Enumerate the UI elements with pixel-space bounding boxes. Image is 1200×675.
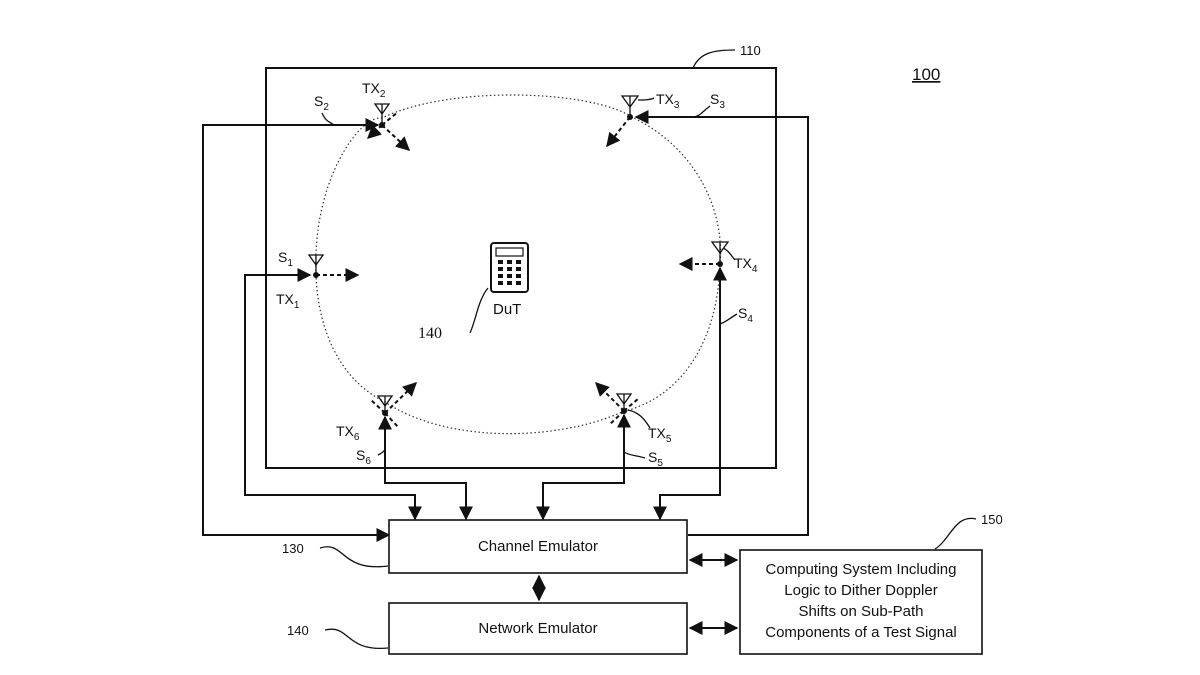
network-emulator-ref-leader — [324, 628, 389, 649]
signal-s4-line — [659, 266, 727, 517]
tx5-beam-c — [623, 397, 640, 412]
signal-s1-line — [244, 268, 416, 517]
computing-system-ref-leader — [934, 517, 977, 550]
s3-label: S3 — [710, 91, 725, 111]
tx2-beam-c — [381, 111, 399, 126]
dut-ref-leader — [469, 287, 489, 334]
chamber-ref-leader — [692, 49, 736, 69]
tx6-beam-a — [384, 382, 418, 414]
tx3-label: TX3 — [656, 91, 680, 111]
chamber-ref-label: 110 — [740, 43, 761, 58]
network-emulator-ref-label: 140 — [287, 623, 309, 638]
dut-phone-icon — [490, 242, 529, 293]
s5-leader — [623, 451, 646, 459]
s4-leader — [719, 313, 738, 325]
signal-s5-line — [542, 413, 631, 517]
computing-system-line-3: Shifts on Sub-Path — [798, 603, 923, 620]
signal-s3-line — [634, 110, 809, 536]
tx2-label: TX2 — [362, 80, 386, 100]
tx6-beam-b — [370, 399, 386, 414]
tx2-beam-a — [381, 124, 411, 151]
channel-emulator-ref-label: 130 — [282, 541, 304, 556]
chamber-box — [265, 67, 777, 469]
tx4-label: TX4 — [734, 255, 758, 275]
computing-system-line-1: Computing System Including — [766, 561, 957, 578]
antenna-tx1-icon — [307, 254, 325, 278]
s1-label: S1 — [278, 249, 293, 269]
computing-system-box — [739, 549, 983, 655]
signal-s2-line — [202, 118, 389, 536]
tx6-beam-c — [384, 412, 400, 429]
computing-system-ref-label: 150 — [981, 512, 1003, 527]
tx6-label: TX6 — [336, 423, 360, 443]
tx1-label: TX1 — [276, 291, 300, 311]
antenna-tx4-icon — [710, 241, 730, 267]
s2-leader — [321, 112, 335, 126]
network-emulator-box — [388, 602, 688, 655]
computing-system-line-2: Logic to Dither Doppler — [784, 582, 937, 599]
network-emulator-label: Network Emulator — [478, 620, 597, 637]
s6-label: S6 — [356, 447, 371, 467]
channel-emulator-label: Channel Emulator — [478, 538, 598, 555]
tx4-leader — [722, 247, 736, 261]
tx5-label: TX5 — [648, 425, 672, 445]
antenna-tx3-icon — [620, 95, 640, 120]
channel-emulator-box — [388, 519, 688, 574]
figure-ref-label: 100 — [912, 65, 940, 84]
tx5-leader — [627, 409, 651, 429]
s3-leader — [693, 105, 711, 118]
tx2-beam-b — [366, 124, 383, 139]
computing-system-line-4: Components of a Test Signal — [765, 624, 957, 641]
s4-label: S4 — [738, 305, 753, 325]
s5-label: S5 — [648, 449, 663, 469]
tx3-leader — [637, 97, 655, 101]
s2-label: S2 — [314, 93, 329, 113]
channel-emulator-ref-leader — [319, 546, 389, 568]
dut-label: DuT — [493, 301, 521, 318]
s6-leader — [377, 444, 386, 456]
dut-ref-label: 140 — [418, 325, 442, 342]
tx3-beam — [606, 116, 631, 148]
tx5-beam-b — [608, 410, 625, 426]
